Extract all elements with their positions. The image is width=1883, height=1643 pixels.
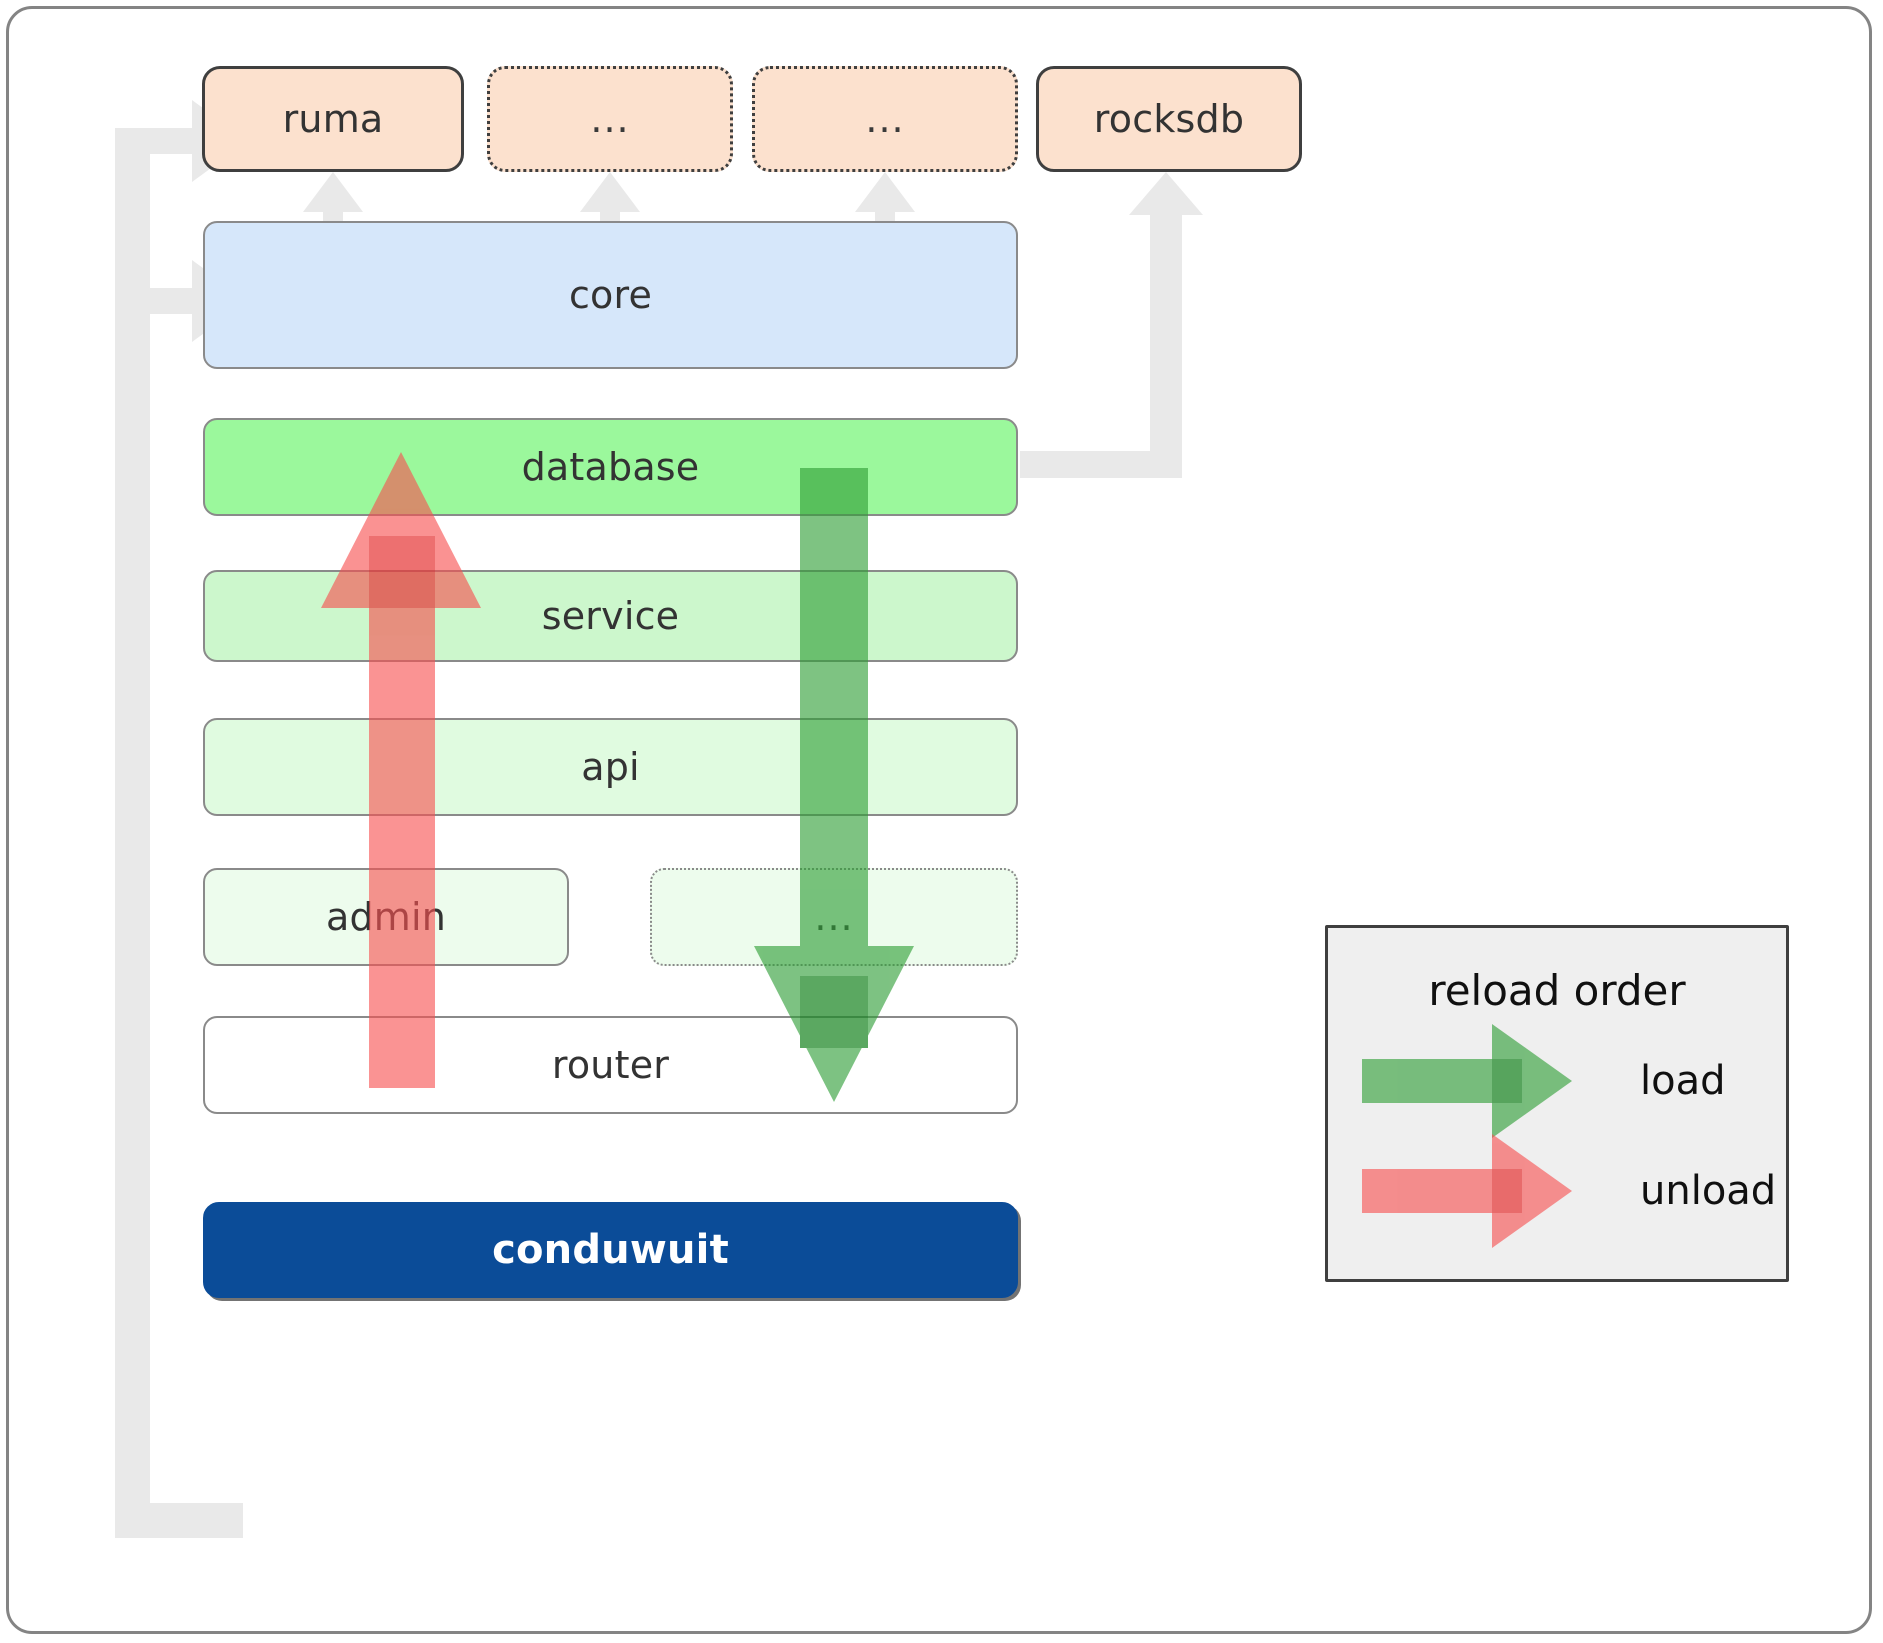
unload-arrow-icon xyxy=(1362,1134,1572,1248)
node-admin-label: admin xyxy=(325,895,447,939)
node-ruma[interactable]: ruma xyxy=(202,66,464,172)
legend-label-load: load xyxy=(1640,1058,1726,1104)
node-conduwuit[interactable]: conduwuit xyxy=(203,1202,1018,1298)
node-more-deps-2[interactable]: ... xyxy=(752,66,1018,172)
node-api-label: api xyxy=(581,745,640,789)
legend-label-unload: unload xyxy=(1640,1168,1777,1214)
legend-item-load: load xyxy=(1328,1024,1786,1138)
node-conduwuit-label: conduwuit xyxy=(492,1227,729,1273)
node-service[interactable]: service xyxy=(203,570,1018,662)
node-more-modules-label: ... xyxy=(814,894,854,939)
node-more-deps-1-label: ... xyxy=(590,96,630,141)
node-database[interactable]: database xyxy=(203,418,1018,516)
node-core[interactable]: core xyxy=(203,221,1018,369)
node-ruma-label: ruma xyxy=(282,97,384,141)
node-core-label: core xyxy=(568,273,653,317)
node-more-modules[interactable]: ... xyxy=(650,868,1018,966)
legend-item-unload: unload xyxy=(1328,1134,1786,1248)
node-api[interactable]: api xyxy=(203,718,1018,816)
node-router-label: router xyxy=(551,1043,670,1087)
node-database-label: database xyxy=(521,445,700,489)
legend-title: reload order xyxy=(1428,966,1686,1015)
load-arrow-icon xyxy=(1362,1024,1572,1138)
node-rocksdb[interactable]: rocksdb xyxy=(1036,66,1302,172)
legend-box: reload order load unload xyxy=(1325,925,1789,1282)
node-router[interactable]: router xyxy=(203,1016,1018,1114)
node-more-deps-1[interactable]: ... xyxy=(487,66,733,172)
node-service-label: service xyxy=(541,594,680,638)
node-rocksdb-label: rocksdb xyxy=(1093,97,1245,141)
node-more-deps-2-label: ... xyxy=(865,96,905,141)
node-admin[interactable]: admin xyxy=(203,868,569,966)
